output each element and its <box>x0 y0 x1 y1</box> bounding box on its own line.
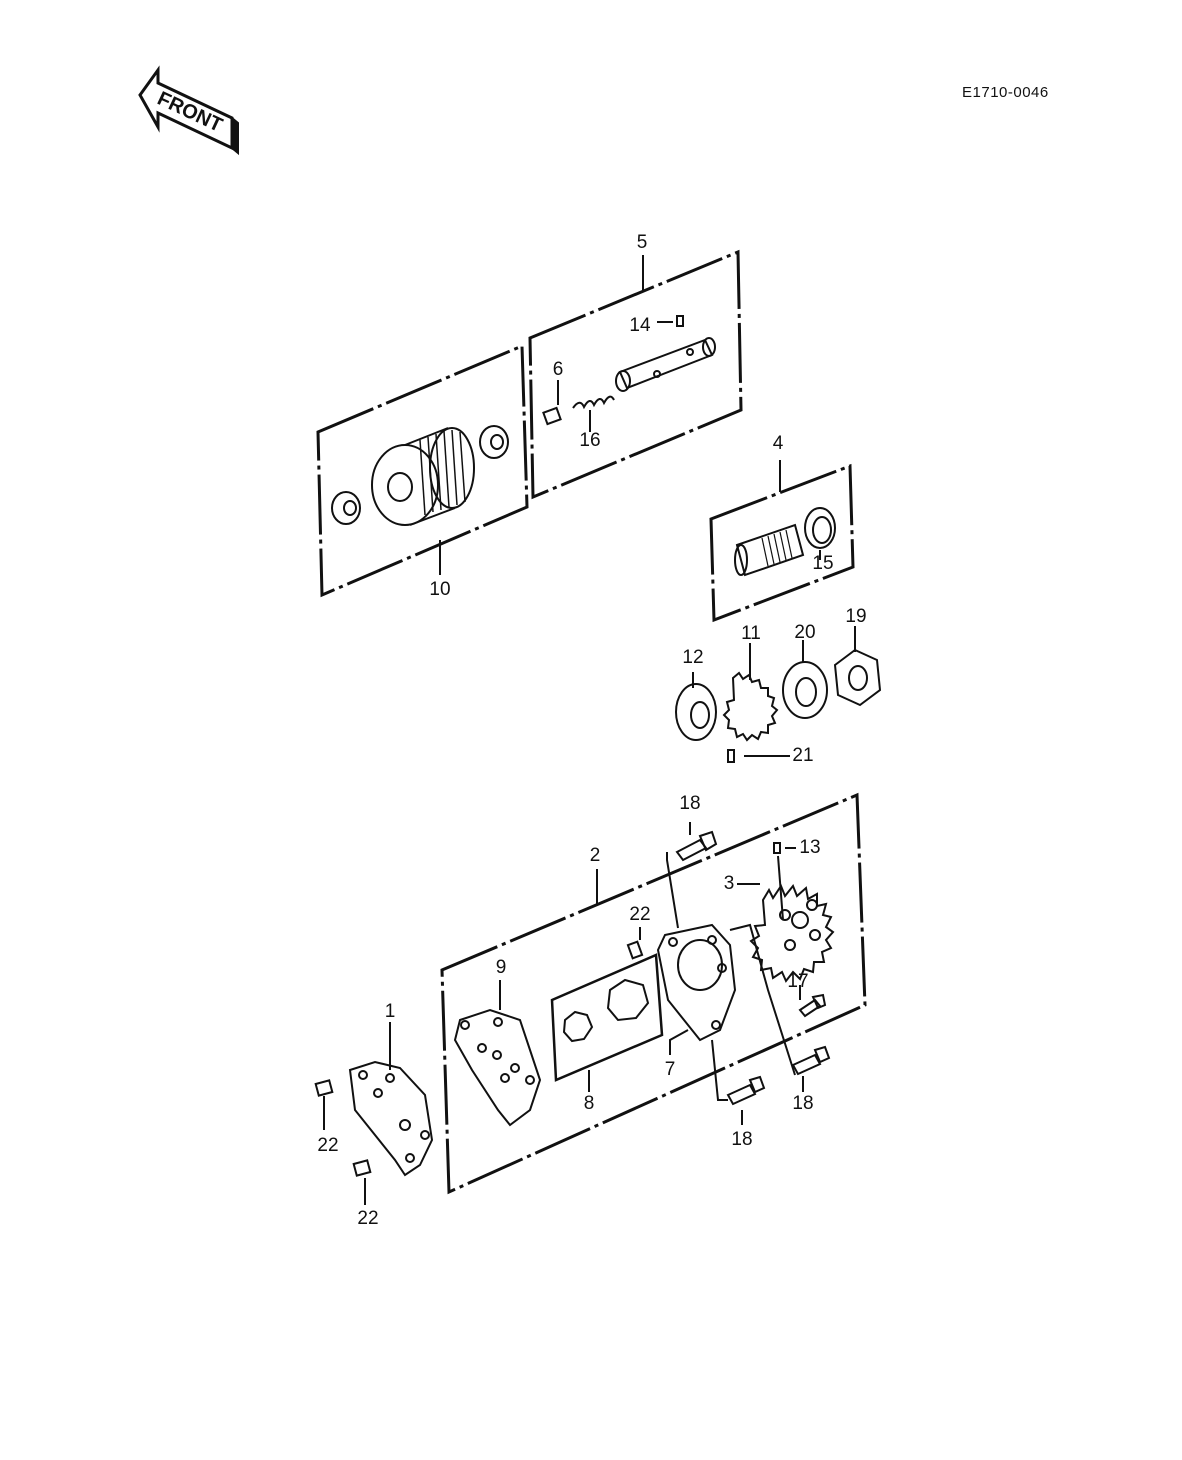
callout-13: 13 <box>799 837 821 858</box>
callout-18-right: 18 <box>792 1093 814 1114</box>
callout-18-bottom: 18 <box>731 1129 753 1150</box>
callout-5: 5 <box>636 232 648 253</box>
relief-valve <box>542 315 716 432</box>
callout-16: 16 <box>579 430 601 451</box>
pin-13 <box>773 842 781 854</box>
callout-22-lower-left: 22 <box>357 1208 379 1229</box>
callout-12: 12 <box>682 647 704 668</box>
pin-22-middle <box>626 940 644 960</box>
sprocket-3 <box>737 855 835 983</box>
pump-body-7 <box>656 923 796 1076</box>
callout-10: 10 <box>429 579 451 600</box>
cover-1 <box>348 1022 434 1177</box>
callout-14: 14 <box>629 315 651 336</box>
callout-21: 21 <box>792 745 814 766</box>
group-box-4 <box>709 463 855 623</box>
front-arrow-icon: FRONT <box>138 65 239 156</box>
callout-6: 6 <box>552 359 564 380</box>
rotor-set-8 <box>562 978 650 1043</box>
callout-11: 11 <box>741 623 761 644</box>
plate-9 <box>453 980 542 1127</box>
group-box-8 <box>550 953 664 1082</box>
callout-18-top: 18 <box>679 793 701 814</box>
washer-12 <box>675 672 717 741</box>
group-box-2 <box>440 792 867 1195</box>
callout-3: 3 <box>723 873 735 894</box>
bolt-18-lower-middle <box>711 1039 766 1125</box>
drawing-code: E1710-0046 <box>962 84 1049 101</box>
bolt-17 <box>798 985 827 1018</box>
callout-22-upper-left: 22 <box>317 1135 339 1156</box>
callout-2: 2 <box>589 845 601 866</box>
callout-4: 4 <box>772 433 784 454</box>
callout-20: 20 <box>794 622 816 643</box>
nut-19 <box>833 626 882 707</box>
washer-20 <box>782 640 828 719</box>
oil-strainer <box>734 507 836 577</box>
callout-8: 8 <box>583 1093 595 1114</box>
group-box-10 <box>316 343 529 598</box>
pin-22-upper-left <box>314 1079 334 1130</box>
pin-22-lower-left <box>352 1159 372 1205</box>
group-box-5 <box>528 249 743 500</box>
callout-17: 17 <box>787 971 809 992</box>
callout-15: 15 <box>812 553 834 574</box>
bolt-18-top <box>666 822 718 929</box>
gear-11 <box>722 643 779 742</box>
callout-19: 19 <box>845 606 867 627</box>
oil-filter-element <box>331 425 509 526</box>
bolt-18-lower-right <box>791 1045 831 1092</box>
callout-7: 7 <box>664 1059 676 1080</box>
callout-22-middle: 22 <box>629 904 651 925</box>
pin-21 <box>727 749 790 763</box>
callout-9: 9 <box>495 957 507 978</box>
callout-1: 1 <box>384 1001 396 1022</box>
